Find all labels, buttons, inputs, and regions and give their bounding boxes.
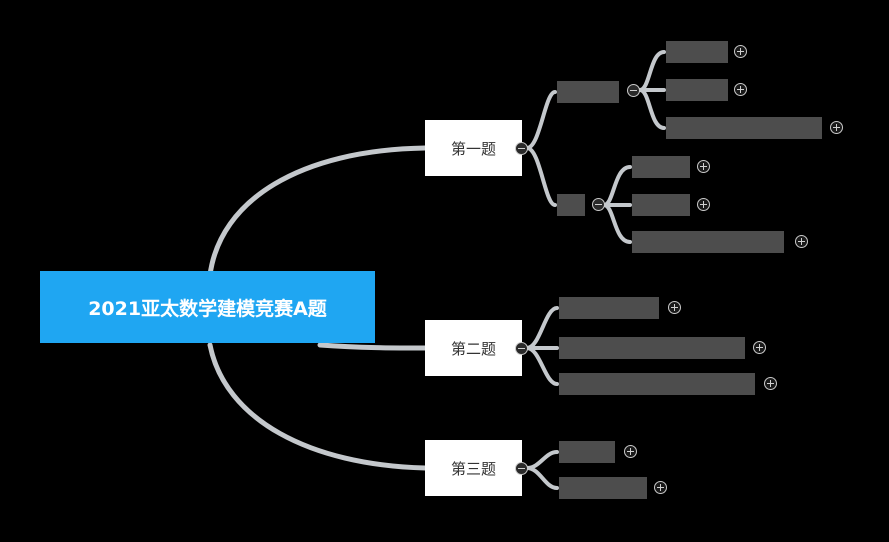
leaf-topic[interactable]: [559, 477, 647, 499]
branch-topic-1[interactable]: 第一题: [425, 120, 522, 176]
expand-icon[interactable]: [753, 341, 766, 354]
expand-icon[interactable]: [734, 83, 747, 96]
branch-topic-3[interactable]: 第三题: [425, 440, 522, 496]
leaf-topic[interactable]: [666, 41, 728, 63]
collapse-icon[interactable]: [515, 462, 528, 475]
leaf-topic[interactable]: [666, 79, 728, 101]
expand-icon[interactable]: [697, 198, 710, 211]
subtopic-node[interactable]: [557, 81, 619, 103]
leaf-topic[interactable]: [559, 441, 615, 463]
collapse-icon[interactable]: [515, 142, 528, 155]
collapse-icon[interactable]: [627, 84, 640, 97]
leaf-topic[interactable]: [632, 231, 784, 253]
expand-icon[interactable]: [795, 235, 808, 248]
leaf-topic[interactable]: [559, 337, 745, 359]
expand-icon[interactable]: [830, 121, 843, 134]
collapse-icon[interactable]: [515, 342, 528, 355]
expand-icon[interactable]: [668, 301, 681, 314]
leaf-topic[interactable]: [559, 297, 659, 319]
leaf-topic[interactable]: [632, 156, 690, 178]
expand-icon[interactable]: [697, 160, 710, 173]
expand-icon[interactable]: [654, 481, 667, 494]
expand-icon[interactable]: [734, 45, 747, 58]
expand-icon[interactable]: [764, 377, 777, 390]
subtopic-node[interactable]: [557, 194, 585, 216]
collapse-icon[interactable]: [592, 198, 605, 211]
leaf-topic[interactable]: [559, 373, 755, 395]
leaf-topic[interactable]: [666, 117, 822, 139]
leaf-topic[interactable]: [632, 194, 690, 216]
expand-icon[interactable]: [624, 445, 637, 458]
branch-topic-2[interactable]: 第二题: [425, 320, 522, 376]
root-topic[interactable]: 2021亚太数学建模竞赛A题: [40, 271, 375, 343]
